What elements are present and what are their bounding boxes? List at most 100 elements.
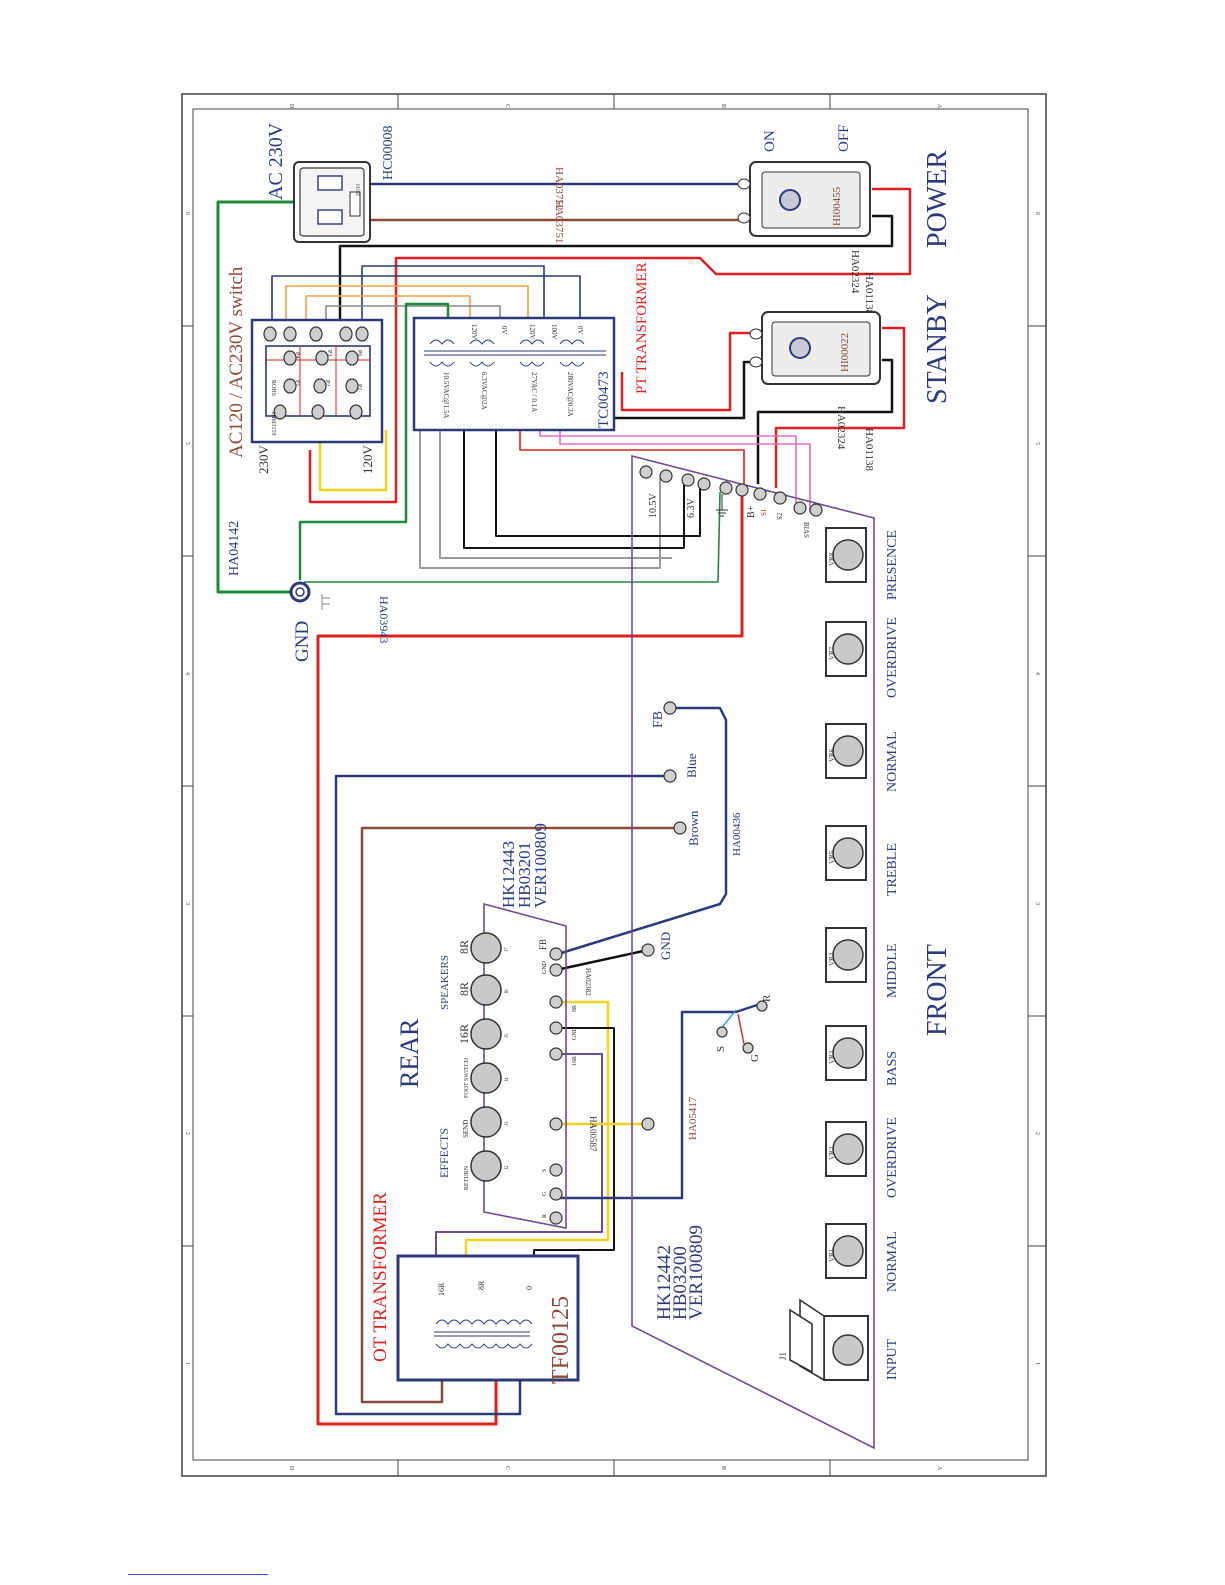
zone-right-3: 3	[1034, 902, 1040, 905]
pt-secondary-3: 280VAC@0.3A	[566, 372, 574, 417]
wire-power-black	[338, 214, 894, 330]
zone-left-3: 3	[184, 902, 190, 905]
zone-bottom-d: D	[288, 1466, 294, 1471]
vs-230v-label: 230V	[256, 445, 271, 475]
blue-label: Blue	[684, 753, 699, 778]
rear-jack-id-j3: J3	[505, 1121, 510, 1126]
ot-part: TF00125	[548, 1296, 574, 1384]
wire-pt-black-2	[495, 420, 701, 537]
pot-vr5	[825, 825, 867, 881]
pot-label-vr6: VR6	[828, 748, 836, 762]
rear-jack-label-return: RETURN	[464, 1165, 470, 1190]
rear-pin-gnd-2: GND	[572, 1026, 578, 1040]
zone-left-4: 4	[184, 672, 190, 675]
zone-left-1: 1	[184, 1362, 190, 1365]
main-board-pins	[639, 465, 823, 517]
power-inlet: FUSE	[293, 161, 371, 243]
rear-jack-id-j6: J6	[505, 989, 510, 994]
wire-pt-pink-2	[559, 420, 811, 512]
rear-jack-id-j5: J5	[505, 1033, 510, 1038]
zone-top-a: A	[936, 104, 942, 109]
pt-secondary-2: 27VAC / 0.1A	[530, 372, 538, 412]
wire-label-ha00587: HA00587	[588, 1116, 598, 1152]
power-switch-part: HI00455	[831, 186, 843, 226]
rear-label: REAR	[395, 1018, 424, 1088]
vs-pin-p1b: P1	[356, 384, 362, 390]
brown-label: Brown	[686, 810, 701, 846]
wire-green-earth	[216, 200, 308, 594]
knob-label-presence: PRESENCE	[885, 530, 900, 600]
wire-vs-green	[298, 302, 450, 580]
wire-label-ha05417: HA05417	[687, 1096, 699, 1140]
rear-pin-r: R	[542, 1214, 548, 1218]
pot-vr3	[825, 1025, 867, 1081]
vs-pin-p3: P3	[326, 350, 332, 356]
wire-board-green	[304, 491, 721, 583]
standby-label: STANBY	[922, 294, 953, 404]
board-pin-s1: S1	[760, 508, 768, 516]
rear-board-pins	[549, 701, 768, 1225]
effects-label: EFFECTS	[437, 1128, 451, 1178]
wire-vs-gray	[325, 305, 501, 330]
wire-pt-red-1	[519, 420, 745, 492]
pot-label-vr7: VR7	[828, 646, 836, 660]
ot-tap-8r: 8R	[477, 1280, 486, 1290]
zone-top-c: C	[504, 104, 510, 108]
wire-pt-black-1	[463, 420, 685, 549]
knob-label-middle: MIDDLE	[885, 944, 900, 998]
knob-label-normal-2: NORMAL	[885, 731, 900, 792]
rear-jack-id-j4: J4	[505, 1077, 510, 1082]
switch-on-label: ON	[762, 130, 778, 152]
zone-left-6: 6	[184, 212, 190, 215]
front-label: FRONT	[922, 944, 953, 1036]
pot-vr2	[825, 1121, 867, 1177]
jack-j1: J1	[778, 1352, 788, 1360]
zone-left-5: 5	[184, 442, 190, 445]
zone-top-b: B	[720, 104, 726, 108]
pt-secondary-1: 6.3VAC@2A	[480, 372, 488, 410]
wire-label-ha00436: HA00436	[731, 812, 743, 856]
pt-primary-4: 0V	[576, 326, 584, 335]
rear-jack-label-16r: 16R	[457, 1024, 471, 1044]
wire-8r-yellow	[464, 1000, 610, 1256]
knob-label-overdrive-2: OVERDRIVE	[885, 617, 900, 698]
fs-label-g: G	[749, 1054, 761, 1062]
wire-pt-gray	[419, 420, 661, 569]
ot-tap-0: 0	[525, 1286, 534, 1290]
rear-jack-label-8r-a: 8R	[457, 982, 471, 996]
wire-fs-navy	[556, 1002, 761, 1200]
wire-label-ha01138-b: HA01138	[863, 428, 875, 471]
wire-fs-red	[737, 1013, 745, 1045]
pot-vr1	[825, 1223, 867, 1279]
fs-label-s: S	[715, 1046, 727, 1052]
board-pin-s2: S2	[776, 512, 784, 520]
wire-vs-navy-1	[271, 275, 581, 330]
speakers-label: SPEAKERS	[439, 955, 451, 1010]
pot-label-vr4: VR4	[828, 952, 836, 966]
pt-transformer	[412, 316, 616, 432]
pt-primary-2: 120V	[528, 324, 536, 340]
wire-gnd-black2	[533, 1027, 615, 1256]
ot-title: OT TRANSFORMER	[370, 1192, 391, 1362]
rear-gnd-label: GND	[658, 932, 673, 960]
rear-pin-fb: FB	[538, 939, 548, 950]
zone-right-4: 4	[1034, 672, 1040, 675]
wire-vs-navy-2	[361, 265, 545, 330]
pot-label-vr2: VR2	[828, 1146, 836, 1160]
rear-pin-g: G	[542, 1191, 548, 1196]
main-board-id-2: HB03200	[670, 1246, 691, 1320]
pot-label-vr8: VR8	[828, 552, 836, 566]
wire-ot-brown	[360, 826, 676, 1404]
wire-vs-yellow	[318, 408, 388, 492]
power-switch	[737, 161, 871, 237]
zone-right-5: 5	[1034, 442, 1040, 445]
inlet-part: HC00008	[381, 126, 396, 180]
rear-jacks	[470, 932, 502, 1182]
wire-label-ha01138-a: HA01138	[863, 272, 875, 315]
zone-bottom-b: B	[720, 1466, 726, 1470]
wire-label-ha03943: HA03943	[377, 596, 391, 643]
knob-label-overdrive-1: OVERDRIVE	[885, 1117, 900, 1198]
zone-left-2: 2	[184, 1132, 190, 1135]
wire-gnd-black	[555, 948, 649, 972]
wire-standby-red2	[620, 331, 758, 412]
